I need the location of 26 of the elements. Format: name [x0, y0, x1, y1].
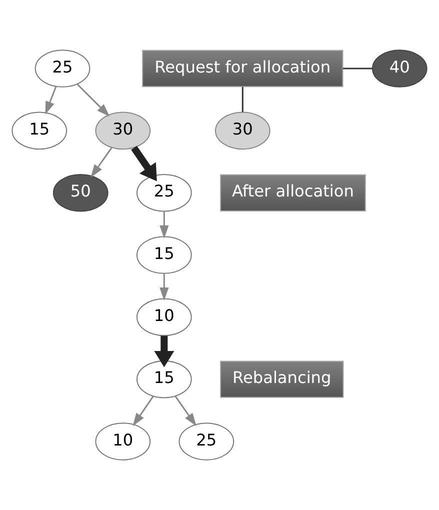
connector [342, 68, 372, 70]
arrow [132, 396, 154, 426]
node-box: Request for allocation [142, 50, 344, 88]
node-ellipse: 25 [178, 422, 234, 460]
node-ellipse: 50 [52, 174, 108, 212]
node-box: After allocation [220, 174, 366, 212]
arrow [76, 84, 110, 117]
node-box: Rebalancing [220, 360, 344, 398]
arrow [174, 396, 196, 426]
connector [242, 86, 244, 112]
node-ellipse: 10 [136, 298, 192, 336]
arrow [45, 86, 57, 114]
node-ellipse: 25 [136, 174, 192, 212]
arrow [131, 146, 157, 182]
node-ellipse: 15 [136, 360, 192, 398]
node-ellipse: 30 [214, 112, 270, 150]
node-ellipse: 15 [136, 236, 192, 274]
node-ellipse: 30 [95, 112, 151, 150]
node-ellipse: 10 [95, 422, 151, 460]
arrow [160, 212, 169, 238]
arrow [90, 147, 112, 178]
arrow [160, 274, 169, 301]
node-ellipse: 25 [34, 50, 90, 88]
node-ellipse: 40 [372, 50, 428, 88]
node-ellipse: 15 [12, 112, 68, 150]
arrow [154, 336, 174, 368]
